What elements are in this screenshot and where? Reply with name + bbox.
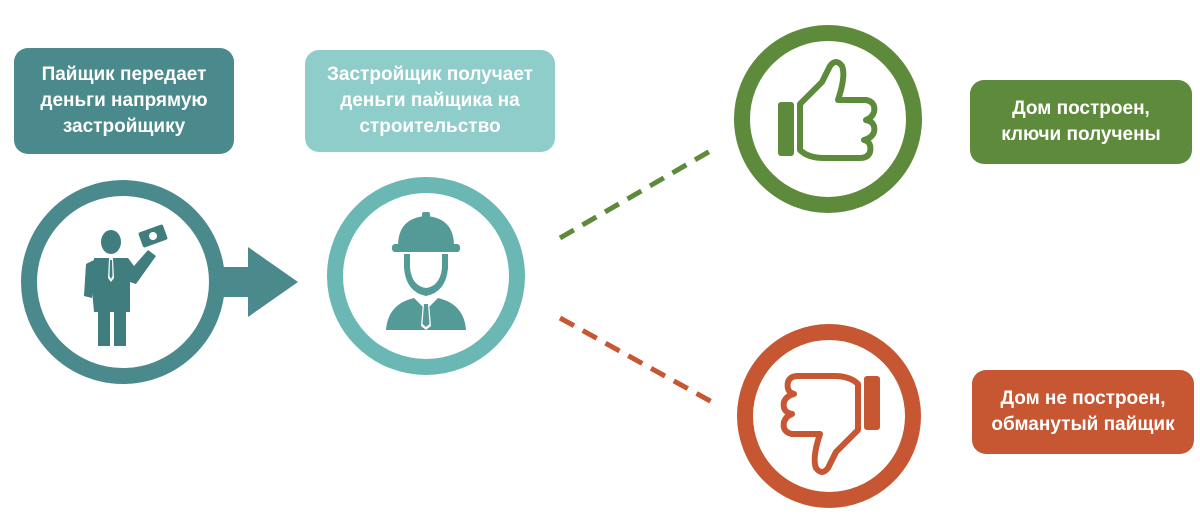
businessman-holding-money-icon [84, 224, 168, 346]
success-label-line-1: Дом построен, [1012, 98, 1150, 119]
success-circle [734, 25, 922, 213]
fail-dashed-connector [558, 315, 714, 405]
fail-circle [737, 324, 921, 508]
investor-step-label: Пайщик передает деньги напрямую застройщ… [14, 48, 234, 154]
developer-label-line-2: деньги пайщика на [340, 90, 520, 111]
success-outcome-label: Дом построен, ключи получены [970, 80, 1192, 164]
developer-label-line-1: Застройщик получает [327, 64, 533, 85]
developer-step-label: Застройщик получает деньги пайщика на ст… [305, 50, 555, 152]
success-dashed-connector [558, 147, 714, 241]
success-label-line-2: ключи получены [1001, 124, 1161, 145]
builder-hardhat-icon [386, 212, 466, 330]
developer-label-line-3: строительство [359, 116, 501, 137]
thumbs-down-icon [780, 373, 880, 475]
investor-label-line-1: Пайщик передает [41, 64, 207, 85]
fail-outcome-label: Дом не построен, обманутый пайщик [972, 370, 1194, 454]
investor-label-line-3: застройщику [62, 116, 186, 137]
investor-label-line-2: деньги напрямую [40, 90, 208, 111]
developer-circle [327, 177, 525, 375]
fail-label-line-2: обманутый пайщик [991, 414, 1175, 435]
thumbs-up-icon [778, 59, 878, 161]
fail-label-line-1: Дом не построен, [1000, 388, 1166, 409]
